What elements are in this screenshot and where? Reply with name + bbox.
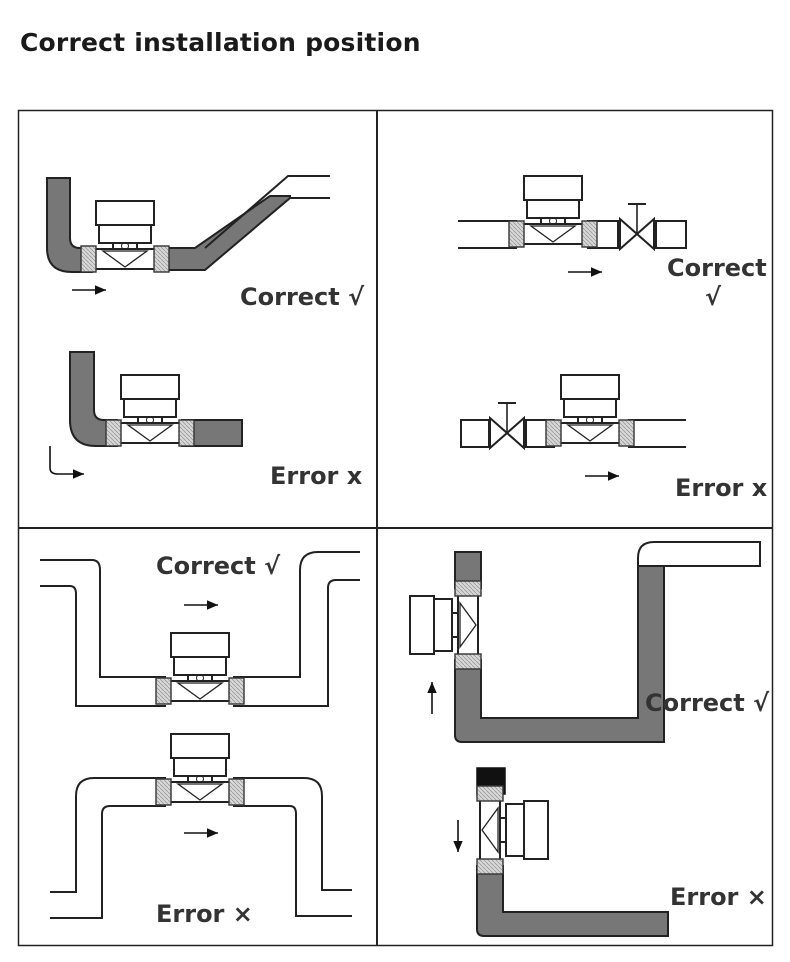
- page-title: Correct installation position: [20, 28, 421, 57]
- q2-error-diagram: [460, 374, 686, 481]
- q1-correct-label: Correct √: [240, 283, 365, 311]
- q2-correct-label-2: √: [705, 283, 722, 311]
- q2-correct-meter: [508, 175, 598, 248]
- q3-error-label: Error ×: [156, 900, 253, 928]
- q2-error-valve: [489, 402, 525, 449]
- q1-error-diagram: [49, 351, 243, 479]
- q1-error-meter: [105, 374, 195, 447]
- q4-error-diagram: [453, 767, 669, 937]
- q3-correct-label: Correct √: [156, 552, 281, 580]
- q4-correct-label: Correct √: [645, 689, 770, 717]
- q2-error-label: Error x: [675, 474, 768, 502]
- q2-error-meter: [545, 374, 635, 447]
- q2-correct-label-1: Correct: [667, 254, 767, 282]
- q4-correct-diagram: [409, 541, 761, 743]
- q1-correct-meter: [80, 200, 170, 273]
- grid-frame: [17, 109, 774, 947]
- q4-error-meter: [476, 785, 549, 875]
- q1-error-flow-arrow: [49, 446, 84, 479]
- q3-correct-diagram: [40, 551, 360, 707]
- q1-error-label: Error x: [270, 462, 363, 490]
- q1-correct-diagram: [46, 175, 330, 295]
- q3-error-meter: [155, 733, 245, 806]
- q3-correct-meter: [155, 632, 245, 705]
- q4-correct-meter: [409, 580, 482, 670]
- q2-correct-diagram: [458, 175, 687, 277]
- q2-correct-valve: [619, 203, 655, 250]
- q3-error-diagram: [50, 733, 352, 919]
- q4-error-label: Error ×: [670, 883, 767, 911]
